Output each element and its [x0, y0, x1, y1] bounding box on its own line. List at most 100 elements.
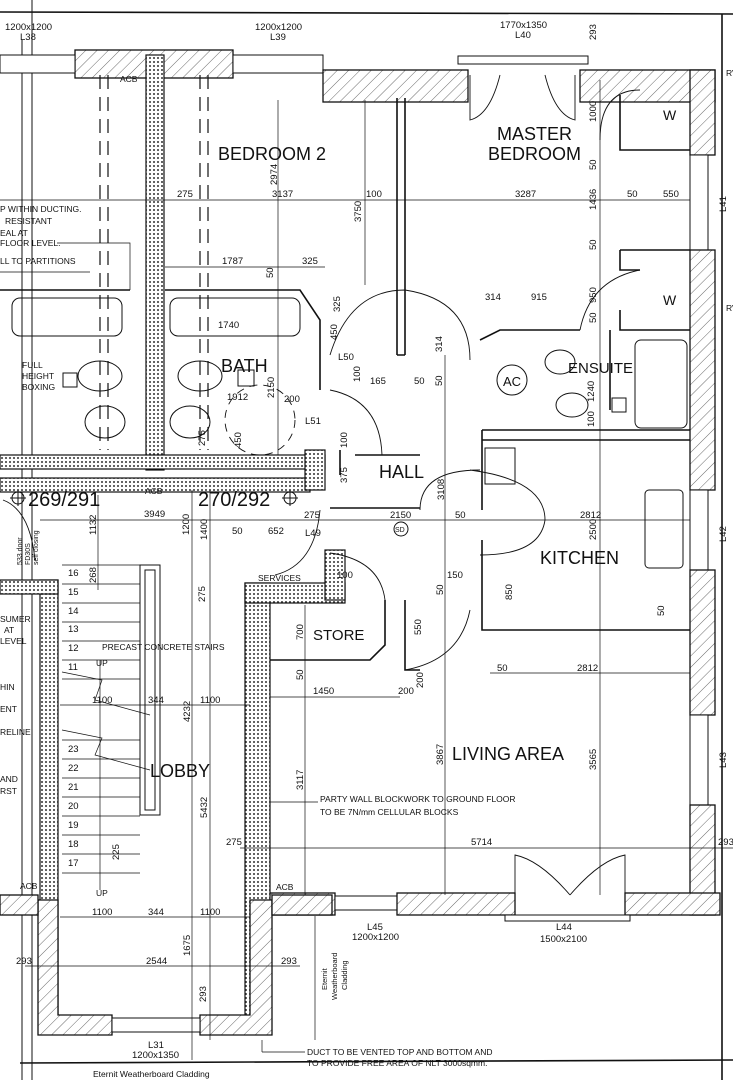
dimension-label: 293	[718, 837, 733, 848]
note-line: RESISTANT	[5, 216, 52, 226]
dimension-label: 293	[198, 986, 209, 1002]
dimension-label: 1100	[92, 907, 112, 918]
dimension-label: 1912	[227, 392, 248, 403]
window-l40-ref: L40	[515, 30, 531, 41]
dimension-label: 450	[329, 324, 340, 340]
dimension-label: 293	[16, 956, 32, 967]
dimension-label: 325	[302, 256, 318, 267]
ac-label: AC	[503, 374, 521, 389]
dimension-label: 325	[332, 296, 343, 312]
tread-number: 17	[68, 858, 79, 869]
dimension-label: 100	[586, 411, 597, 427]
dimension-label: 2500	[588, 519, 599, 540]
dimension-label: 2812	[577, 663, 598, 674]
note-line: BOXING	[22, 382, 55, 392]
tread-number: 11	[68, 662, 78, 673]
dimension-label: 50	[656, 605, 667, 616]
dimension-label: 3949	[144, 509, 165, 520]
dimension-label: 50	[588, 239, 599, 250]
tread-number: 12	[68, 643, 79, 654]
acb-label: ACB	[20, 881, 38, 891]
note-line: AND	[0, 774, 18, 784]
room-label-bedroom-2: BEDROOM 2	[218, 144, 326, 164]
stair-tread-numbers: 16 15 14 13 12 11 23 22 21 20 19 18 17	[68, 568, 79, 869]
note-line: HEIGHT	[22, 371, 54, 381]
stair-up-label: UP	[96, 658, 108, 668]
dimension-label: 3565	[588, 749, 599, 770]
note-line: LEVEL	[0, 636, 27, 646]
tread-number: 14	[68, 606, 79, 617]
dimension-label: 1787	[222, 256, 243, 267]
note-bath-boxing: FULL HEIGHT BOXING	[22, 360, 55, 392]
door-l49-ref: L49	[305, 528, 321, 539]
window-l42-ref: L42	[718, 526, 729, 542]
note-consumer-unit: SUMER AT LEVEL	[0, 614, 31, 646]
bath-fittings	[11, 297, 688, 816]
grid-reference-269-291: 269/291	[10, 489, 100, 511]
stair-up-label: UP	[96, 888, 108, 898]
room-label-master-bedroom-line2: BEDROOM	[488, 144, 581, 164]
dimension-label: 1132	[88, 515, 99, 535]
tread-number: 16	[68, 568, 79, 579]
grid-reference-270-292: 270/292	[198, 489, 298, 511]
dimension-labels: 293 275 3137 100 3287 50 550 2974 3750 1…	[16, 24, 733, 1002]
sd-label: SD	[395, 527, 405, 534]
dimension-label: 50	[414, 376, 425, 387]
note-cladding-bottom: Eternit Weatherboard Cladding	[93, 1069, 210, 1079]
note-line: AT	[4, 625, 14, 635]
tread-number: 21	[68, 782, 79, 793]
note-line: EAL AT	[0, 228, 28, 238]
window-l43-ref: L43	[718, 752, 729, 768]
window-l31-ref: L31	[148, 1040, 164, 1051]
overhead-dashed-lines	[99, 75, 209, 450]
wardrobe-label-upper: W	[663, 107, 677, 123]
dimension-label: 2544	[146, 956, 167, 967]
dimension-label: 50	[455, 510, 466, 521]
room-label-hall: HALL	[379, 462, 424, 482]
note-line: SUMER	[0, 614, 31, 624]
dimension-label: 1100	[200, 695, 220, 706]
dimension-label: 700	[295, 624, 306, 640]
dimension-label: 1000	[588, 101, 599, 122]
note-line: FD30S	[25, 543, 32, 565]
note-line: RELINE	[0, 727, 31, 737]
acb-label: ACB	[276, 882, 294, 892]
dimension-lines	[0, 80, 733, 1060]
dimension-label: 50	[232, 526, 243, 537]
note-ducting: P WITHIN DUCTING. RESISTANT EAL AT FLOOR…	[0, 204, 131, 290]
dimension-label: 100	[339, 432, 350, 448]
note-line: P WITHIN DUCTING.	[0, 204, 82, 214]
dimension-label: 1675	[182, 935, 193, 956]
dimension-label: 293	[281, 956, 297, 967]
dimension-label: 450	[233, 432, 244, 448]
window-labels: 1200x1200 L38 1200x1200 L39 1770x1350 L4…	[5, 20, 729, 1061]
lobby-bay-wall	[0, 894, 333, 1036]
note-line: TO BE 7N/mm CELLULAR BLOCKS	[320, 807, 459, 817]
dimension-label: 50	[497, 663, 508, 674]
dimension-label: 550	[413, 619, 424, 635]
dimension-label: 150	[447, 570, 463, 581]
window-l40-size: 1770x1350	[500, 20, 547, 31]
dimension-label: 3867	[435, 744, 446, 765]
window-l44-size: 1500x2100	[540, 934, 587, 945]
note-precast-stairs: PRECAST CONCRETE STAIRS	[102, 642, 225, 652]
dimension-label: 3117	[295, 770, 306, 790]
dimension-label: 50	[295, 669, 306, 680]
rv-label: RV	[726, 303, 733, 313]
note-party-wall: PARTY WALL BLOCKWORK TO GROUND FLOOR TO …	[270, 794, 516, 817]
note-left-fragments: HIN ENT RELINE AND RST	[0, 682, 31, 796]
dimension-label: 1740	[218, 320, 239, 331]
window-l44-ref: L44	[556, 922, 572, 933]
dimension-label: 1200	[181, 514, 192, 535]
ac-unit-symbol: AC	[496, 364, 528, 396]
dimension-label: 3287	[515, 189, 536, 200]
wardrobe-label-lower: W	[663, 292, 677, 308]
dimension-label: 4232	[182, 701, 193, 722]
grid-ref-text: 270/292	[198, 489, 270, 511]
dimension-label: 314	[434, 336, 445, 352]
dimension-label: 950	[588, 287, 599, 303]
window-l39-ref: L39	[270, 32, 286, 43]
dimension-label: 850	[504, 584, 515, 600]
note-cladding-vertical: Eternit Weatherboard Cladding	[314, 916, 349, 1040]
dimension-label: 50	[588, 159, 599, 170]
